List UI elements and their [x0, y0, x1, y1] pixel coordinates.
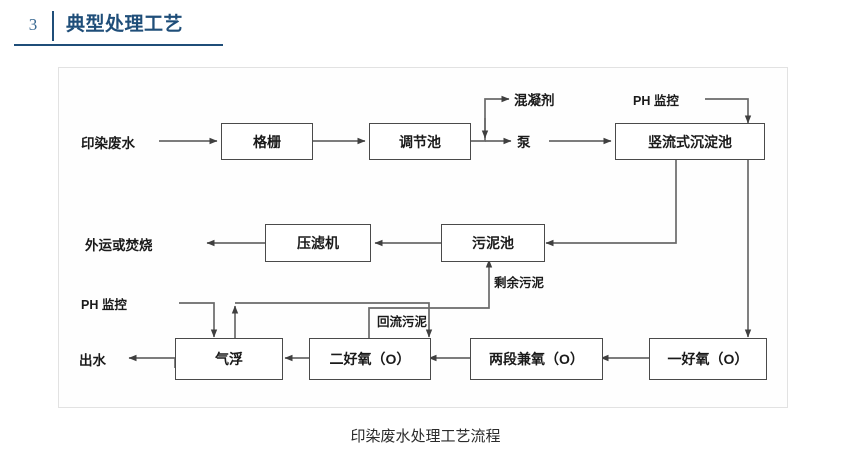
flow-label-pump: 泵: [517, 135, 531, 150]
flow-label-ph-monitor-bottom: PH 监控: [81, 298, 127, 312]
flow-node-grating[interactable]: 格栅: [221, 123, 313, 160]
flowchart-figure: 格栅 调节池 竖流式沉淀池 压滤机 污泥池 气浮 二好氧（O） 两段兼氧（O） …: [58, 67, 788, 408]
flow-label-disposal: 外运或焚烧: [85, 238, 153, 253]
section-number: 3: [28, 15, 38, 34]
flow-node-first-aerobic[interactable]: 一好氧（O）: [649, 338, 767, 380]
flow-node-vertical-sedimentation-tank[interactable]: 竖流式沉淀池: [615, 123, 765, 160]
flow-node-filter-press[interactable]: 压滤机: [265, 224, 371, 262]
flow-node-second-aerobic[interactable]: 二好氧（O）: [309, 338, 431, 380]
section-header: 3 典型处理工艺: [14, 8, 223, 46]
flow-node-two-stage-facultative[interactable]: 两段兼氧（O）: [470, 338, 603, 380]
flow-label-excess-sludge: 剩余污泥: [494, 276, 545, 290]
flow-label-coagulant: 混凝剂: [514, 93, 555, 108]
flow-node-air-flotation[interactable]: 气浮: [175, 338, 283, 380]
flow-label-ph-monitor-top: PH 监控: [633, 94, 679, 108]
flow-node-sludge-pool[interactable]: 污泥池: [441, 224, 545, 262]
flow-label-return-sludge: 回流污泥: [377, 315, 428, 329]
flow-node-regulating-tank[interactable]: 调节池: [369, 123, 471, 160]
flowchart-connectors: [128, 95, 752, 368]
flow-label-effluent: 出水: [79, 353, 106, 368]
page-title: 典型处理工艺: [66, 14, 184, 35]
header-divider: [52, 11, 54, 41]
figure-caption: 印染废水处理工艺流程: [350, 428, 501, 445]
flow-label-influent: 印染废水: [81, 136, 135, 151]
